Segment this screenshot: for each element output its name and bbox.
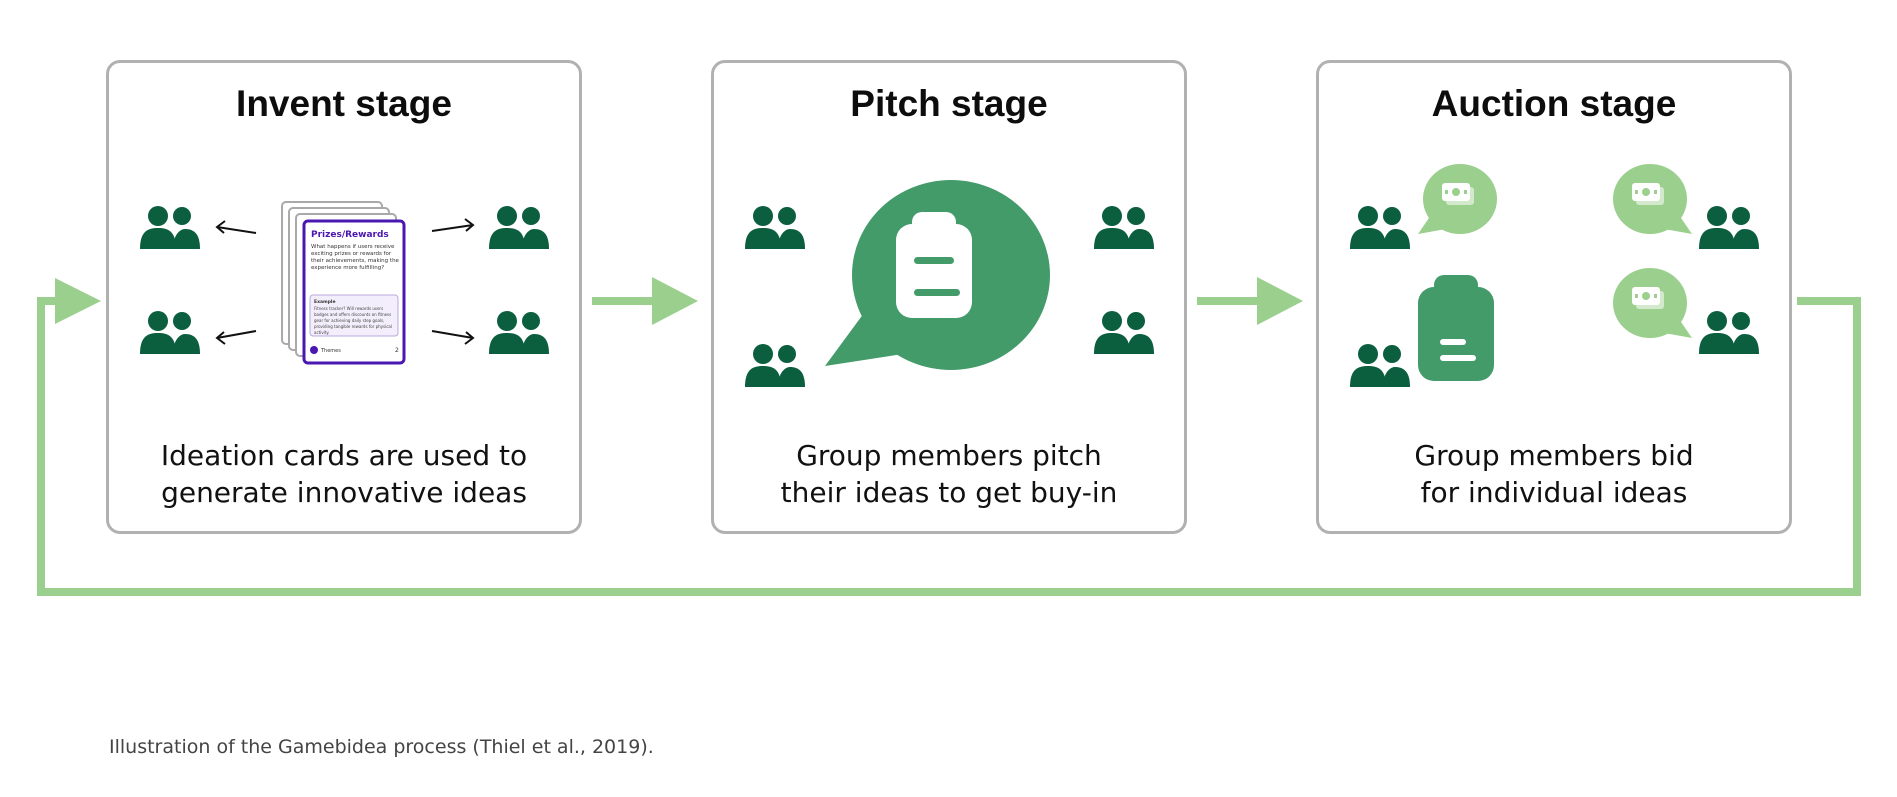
card-theme-icon <box>310 346 318 354</box>
ideation-card <box>302 219 406 365</box>
feedback-loop-arrow <box>37 278 1861 596</box>
description-line: generate innovative ideas <box>161 476 527 509</box>
clipboard-icon <box>896 212 972 318</box>
card-example-line: badges and offers discounts on fitness <box>314 312 391 317</box>
card-footer-label: Themes <box>320 348 341 354</box>
group-icon <box>489 311 549 354</box>
description-line: their ideas to get buy-in <box>780 476 1118 509</box>
group-icon <box>1350 206 1410 249</box>
invent-stage-panel: Invent stage Prizes/Rewards What happens… <box>106 60 582 534</box>
card-example-line: providing tangible rewards for physical <box>314 324 392 329</box>
card-question-line: What happens if users receive <box>311 244 395 250</box>
pitch-stage-description: Group members pitch their ideas to get b… <box>724 437 1174 511</box>
money-bid-bubble-icon <box>1613 268 1692 338</box>
card-example-line: Fitness tracker? Will rewards users <box>314 306 383 311</box>
arrow-icon <box>652 277 698 325</box>
card-question-line: experience more fulfilling? <box>311 265 384 271</box>
card-question-line: exciting prizes or rewards for <box>311 251 392 257</box>
arrow-pitch-to-auction <box>1197 277 1303 325</box>
card-title: Prizes/Rewards <box>311 230 389 240</box>
group-icon <box>1699 311 1759 354</box>
group-icon <box>140 311 200 354</box>
invent-stage-description: Ideation cards are used to generate inno… <box>119 437 569 511</box>
feedback-loop-arrowhead <box>55 278 101 324</box>
group-icon <box>1094 206 1154 249</box>
auction-stage-panel: Auction stage Group members b <box>1316 60 1792 534</box>
arrow-invent-to-pitch <box>592 277 698 325</box>
ideation-card-stack: Prizes/Rewards What happens if users rec… <box>281 201 406 365</box>
group-icon <box>1350 344 1410 387</box>
group-icon <box>489 206 549 249</box>
pitch-stage-illustration <box>745 180 1154 387</box>
card-example-box <box>309 294 399 337</box>
auction-stage-description: Group members bid for individual ideas <box>1329 437 1779 511</box>
money-bid-bubble-icon <box>1613 164 1692 234</box>
description-line: for individual ideas <box>1420 476 1688 509</box>
auction-stage-title: Auction stage <box>1431 83 1677 124</box>
card-example-label: Example <box>314 299 336 305</box>
group-icon <box>745 344 805 387</box>
money-bid-bubble-icon <box>1418 164 1497 234</box>
invent-stage-title: Invent stage <box>236 83 452 124</box>
arrow-icon <box>215 218 475 345</box>
description-line: Group members bid <box>1414 439 1694 472</box>
clipboard-icon <box>1418 275 1494 381</box>
invent-stage-illustration: Prizes/Rewards What happens if users rec… <box>140 201 549 365</box>
group-icon <box>745 206 805 249</box>
card-question-line: their achievements, making the <box>311 258 400 264</box>
group-icon <box>1094 311 1154 354</box>
auction-stage-illustration <box>1350 164 1759 387</box>
group-icon <box>140 206 200 249</box>
card-example-line: activity. <box>314 330 329 335</box>
pitch-stage-panel: Pitch stage Group members pitch their id… <box>711 60 1187 534</box>
card-example-line: gear for achieving daily step goals, <box>314 318 384 323</box>
figure-caption: Illustration of the Gamebidea process (T… <box>109 736 654 758</box>
description-line: Ideation cards are used to <box>160 439 528 472</box>
feedback-loop-line <box>37 297 1861 596</box>
group-icon <box>1699 206 1759 249</box>
description-line: Group members pitch <box>796 439 1102 472</box>
card-page-number: 2 <box>395 347 399 354</box>
pitch-stage-title: Pitch stage <box>850 83 1048 124</box>
arrow-icon <box>1257 277 1303 325</box>
